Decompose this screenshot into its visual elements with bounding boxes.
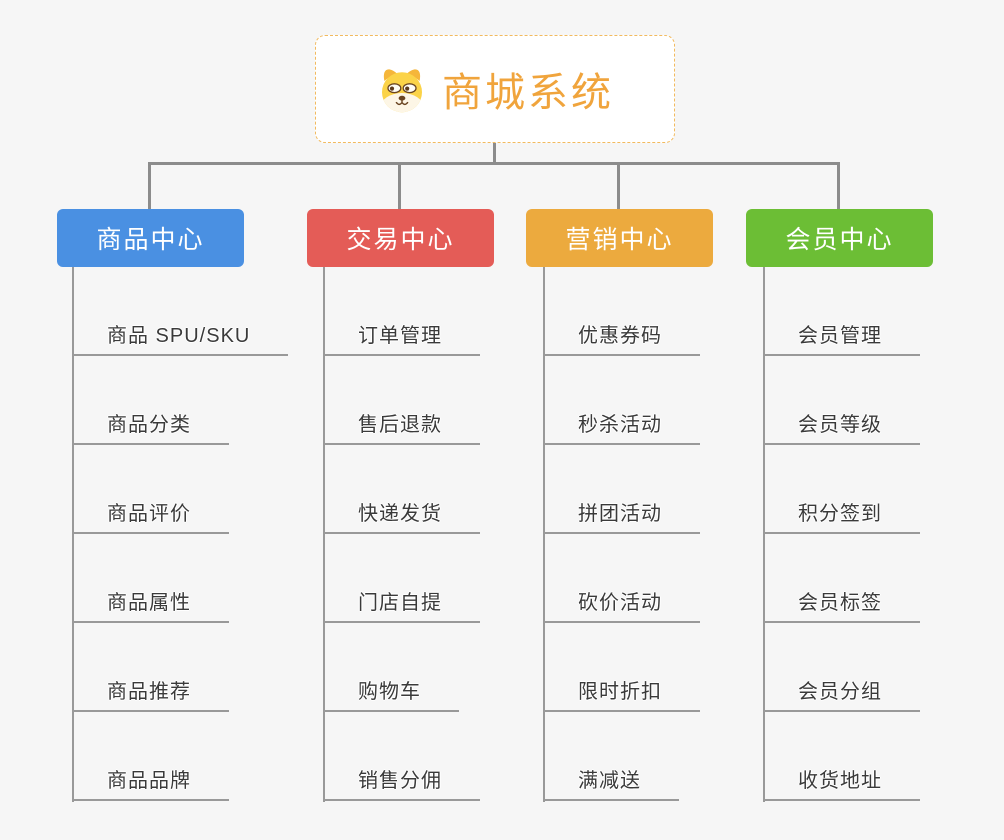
branch-children-line bbox=[543, 267, 545, 802]
connector-drop-line bbox=[617, 164, 620, 209]
connector-drop-line bbox=[837, 164, 840, 209]
child-node[interactable]: 购物车 bbox=[323, 677, 459, 712]
child-node[interactable]: 限时折扣 bbox=[543, 677, 700, 712]
branch-node-marketing-center[interactable]: 营销中心 bbox=[526, 209, 713, 267]
connector-drop-line bbox=[148, 164, 151, 209]
child-node[interactable]: 优惠券码 bbox=[543, 321, 700, 356]
child-node[interactable]: 会员管理 bbox=[763, 321, 920, 356]
child-node[interactable]: 拼团活动 bbox=[543, 499, 700, 534]
child-node[interactable]: 商品分类 bbox=[72, 410, 229, 445]
root-node[interactable]: 商城系统 bbox=[315, 35, 675, 143]
connector-root-stem bbox=[493, 143, 496, 164]
child-node[interactable]: 秒杀活动 bbox=[543, 410, 700, 445]
child-node[interactable]: 售后退款 bbox=[323, 410, 480, 445]
branch-children-line bbox=[72, 267, 74, 802]
child-node[interactable]: 商品品牌 bbox=[72, 766, 229, 801]
child-node[interactable]: 收货地址 bbox=[763, 766, 920, 801]
child-node[interactable]: 商品属性 bbox=[72, 588, 229, 623]
child-node[interactable]: 会员分组 bbox=[763, 677, 920, 712]
child-node[interactable]: 会员等级 bbox=[763, 410, 920, 445]
branch-children-line bbox=[323, 267, 325, 802]
connector-drop-line bbox=[398, 164, 401, 209]
child-node[interactable]: 门店自提 bbox=[323, 588, 480, 623]
child-node[interactable]: 会员标签 bbox=[763, 588, 920, 623]
child-node[interactable]: 砍价活动 bbox=[543, 588, 700, 623]
dog-face-icon bbox=[376, 65, 428, 113]
connector-horizontal bbox=[148, 162, 840, 165]
child-node[interactable]: 积分签到 bbox=[763, 499, 920, 534]
child-node[interactable]: 销售分佣 bbox=[323, 766, 480, 801]
child-node[interactable]: 满减送 bbox=[543, 766, 679, 801]
branch-node-member-center[interactable]: 会员中心 bbox=[746, 209, 933, 267]
child-node[interactable]: 商品 SPU/SKU bbox=[72, 321, 289, 356]
branch-children-line bbox=[763, 267, 765, 802]
child-node[interactable]: 快递发货 bbox=[323, 499, 480, 534]
branch-node-product-center[interactable]: 商品中心 bbox=[57, 209, 244, 267]
root-label: 商城系统 bbox=[442, 71, 614, 115]
child-node[interactable]: 订单管理 bbox=[323, 321, 480, 356]
child-node[interactable]: 商品评价 bbox=[72, 499, 229, 534]
branch-node-trade-center[interactable]: 交易中心 bbox=[307, 209, 494, 267]
child-node[interactable]: 商品推荐 bbox=[72, 677, 229, 712]
